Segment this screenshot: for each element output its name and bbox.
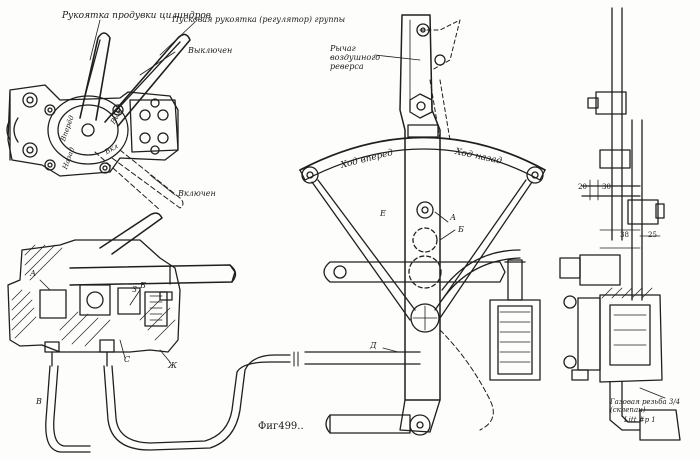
label-handle-cylinder-purge: Рукоятка продувки цилиндров	[62, 11, 211, 21]
right-side-view	[559, 7, 681, 441]
label-section-a: А	[30, 269, 37, 278]
label-gas-pipe-note-1: Газовая резьба 3/4 (склепан)	[610, 398, 681, 414]
label-center-a: А	[450, 213, 457, 222]
label-section-b: Б	[140, 281, 146, 290]
center-reverse-mechanism	[299, 14, 546, 436]
label-center-d: Д	[370, 341, 377, 350]
top-left-valve-view	[6, 19, 196, 211]
label-section-v: В	[36, 397, 42, 406]
label-dim-20: 20	[578, 183, 587, 191]
figure-caption: Фиг499..	[258, 421, 304, 432]
air-pipes	[45, 351, 421, 453]
label-dim-30: 30	[602, 183, 611, 191]
label-section-z: З	[132, 285, 137, 294]
label-center-e: Е	[380, 209, 386, 218]
label-handle-starting-regulator: Пусковая рукоятка (регулятор) группы	[172, 15, 346, 24]
label-lever-reverse: Рычаг воздушного реверса	[330, 44, 381, 71]
label-dim-25: 25	[648, 231, 657, 239]
bottom-left-section-view	[7, 212, 237, 367]
label-position-on: Включен	[178, 189, 216, 198]
label-section-s: С	[124, 355, 131, 364]
label-position-off: Выключен	[188, 46, 233, 55]
label-dim-38: 38	[620, 231, 629, 239]
label-center-b: Б	[458, 225, 464, 234]
label-section-zh: Ж	[168, 361, 177, 370]
label-gas-pipe-note-2: Litt #p 1	[624, 416, 656, 424]
